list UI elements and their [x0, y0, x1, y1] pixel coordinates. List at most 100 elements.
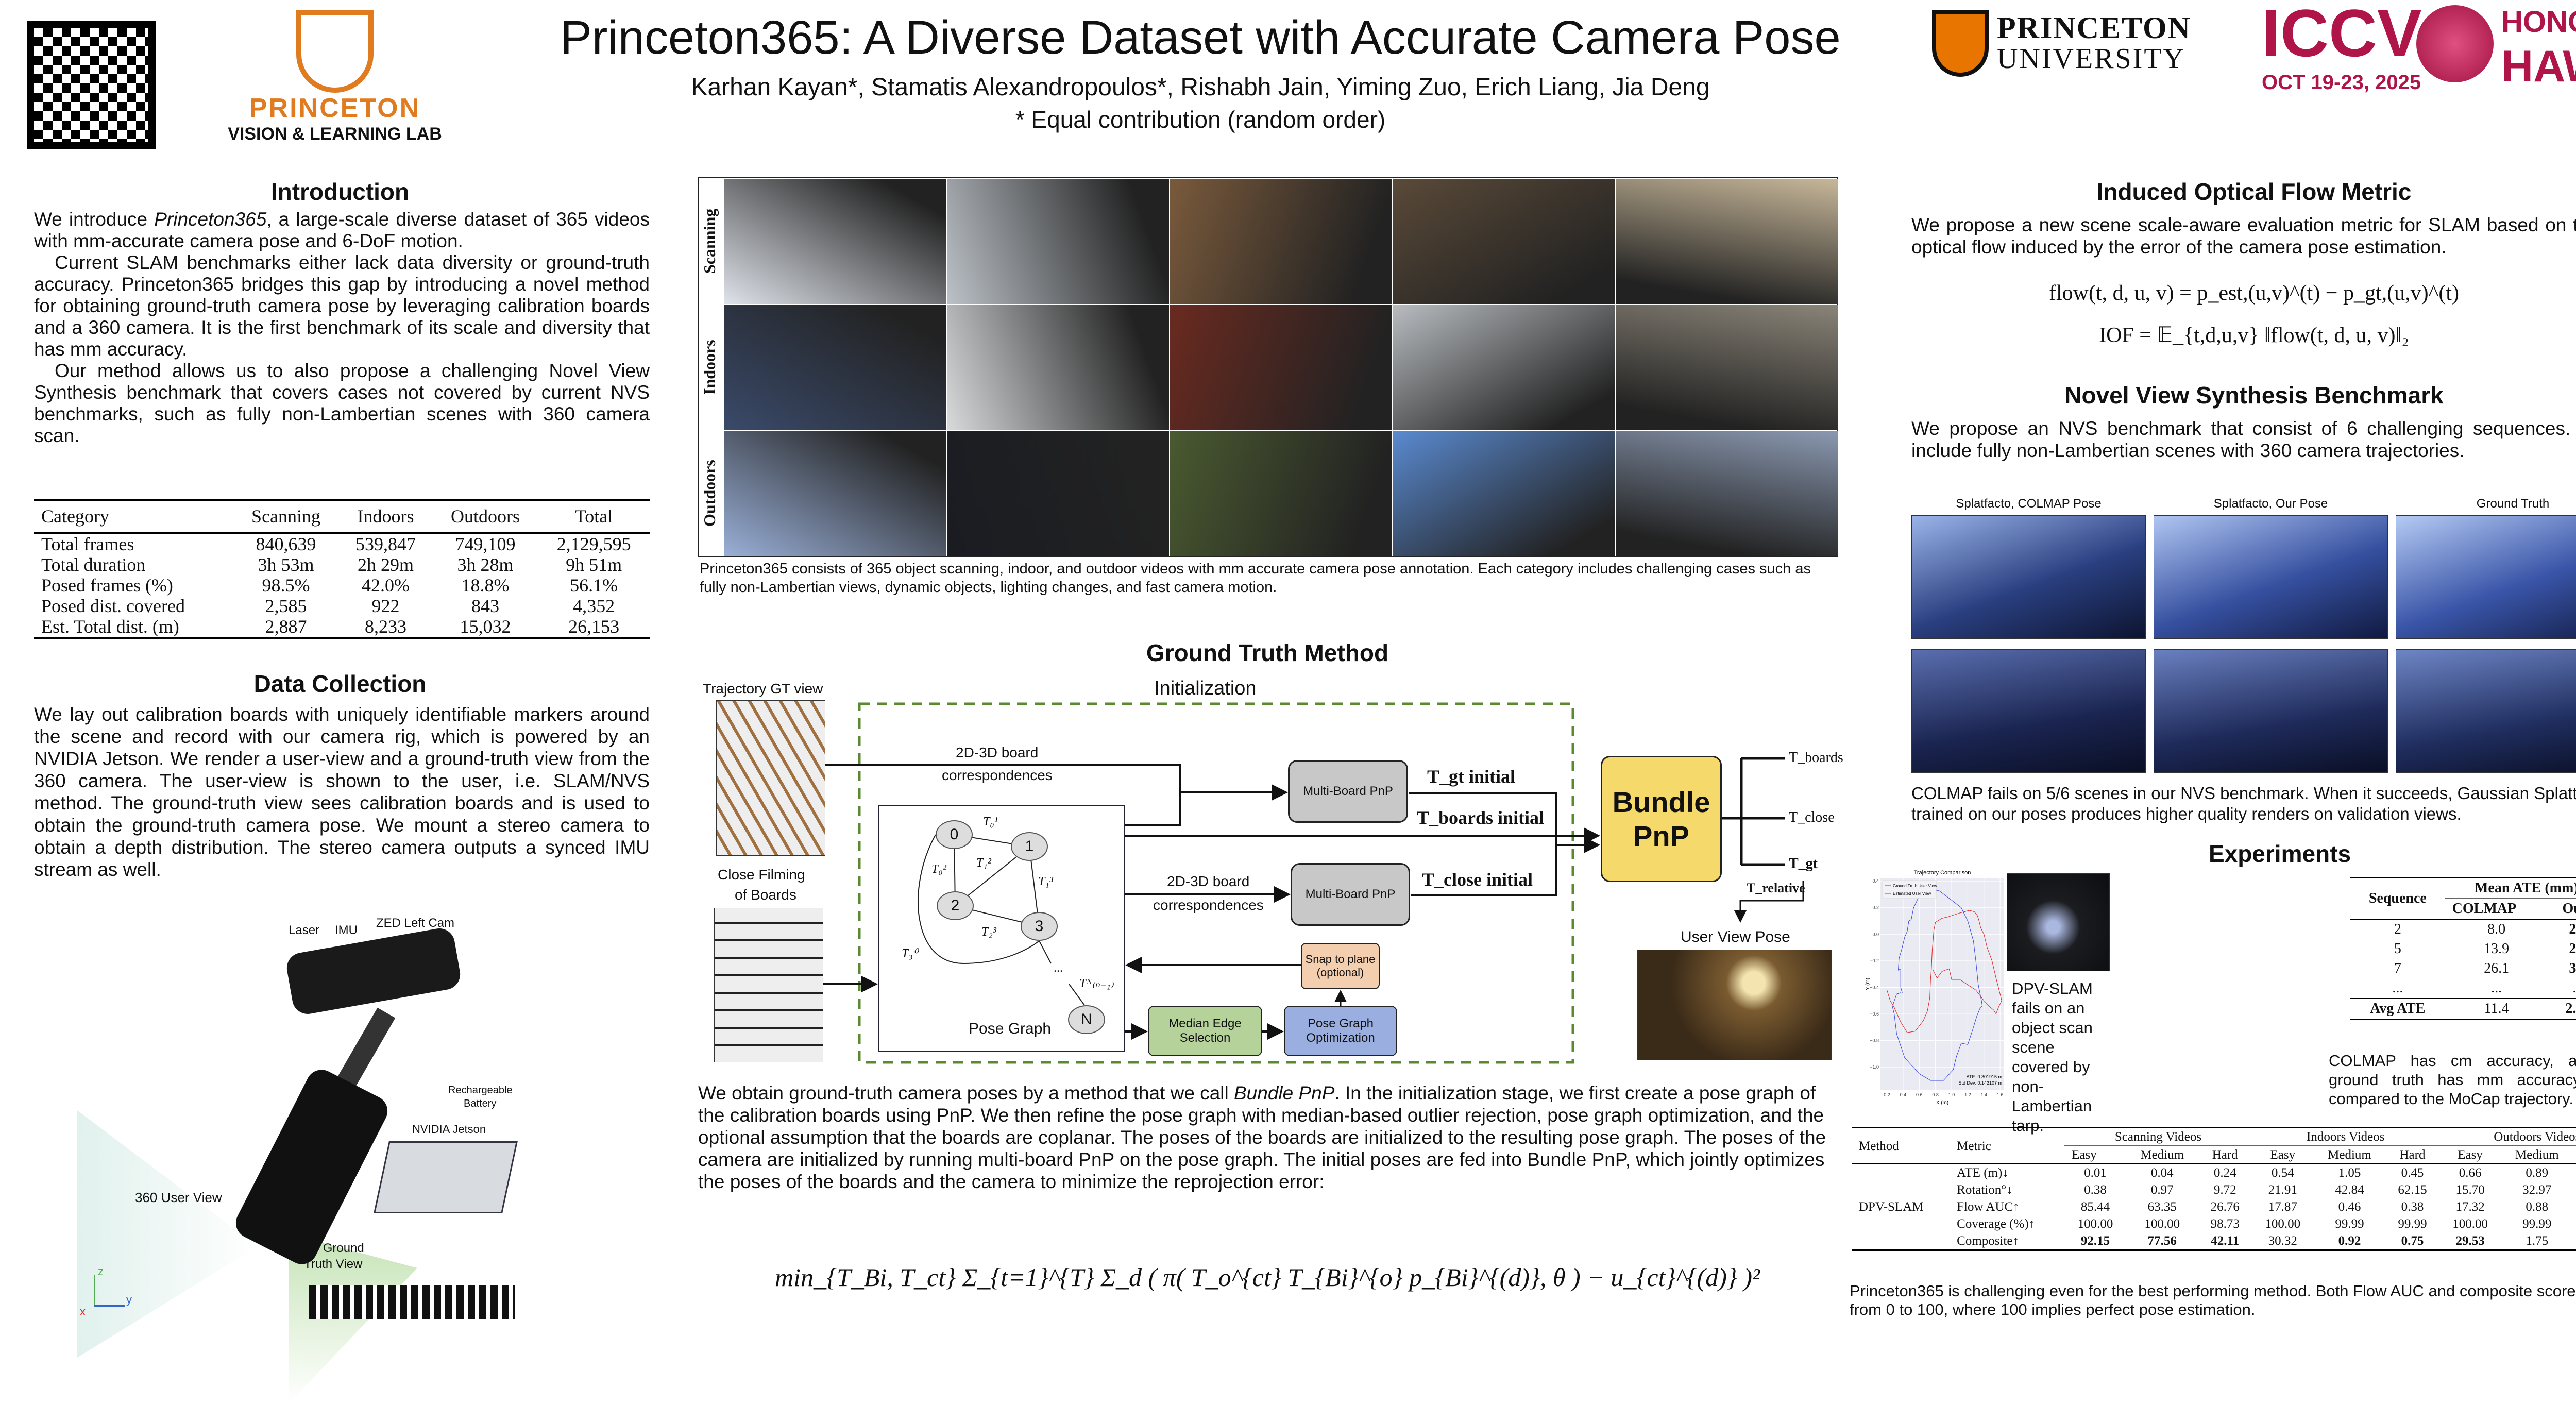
nvs-caption: COLMAP fails on 5/6 scenes in our NVS be…	[1911, 784, 2576, 823]
slam-table-caption: Princeton365 is challenging even for the…	[1850, 1282, 2576, 1318]
camera-rig-figure: Laser IMU ZED Left Cam NVIDIA Jetson Rec…	[0, 916, 518, 1404]
y-tick-label: 0.4	[1872, 878, 1879, 884]
qr-code[interactable]	[27, 21, 156, 149]
table-row: 28.02.1	[2394, 921, 2576, 937]
y-tick-label: 0.2	[1872, 905, 1879, 910]
jetson-board	[374, 1141, 518, 1213]
iof-text: We propose a new scene scale-aware evalu…	[1911, 214, 2576, 258]
nvs-render	[2396, 515, 2576, 639]
intro-text: We introduce Princeton365, a large-scale…	[34, 209, 650, 446]
failure-scene-image	[2007, 873, 2110, 971]
x-tick-label: 1.2	[1964, 1092, 1971, 1097]
shield-icon	[296, 10, 374, 93]
legend-label: Estimated User View	[1893, 891, 1931, 896]
y-tick-label: −0.4	[1870, 985, 1879, 990]
gt-method-diagram: Trajectory GT view Close Filming of Boar…	[696, 670, 1855, 1072]
snap-to-plane-box: Snap to plane (optional)	[1301, 943, 1380, 989]
gallery-image	[1393, 305, 1615, 430]
x-tick-label: 0.2	[1884, 1092, 1890, 1097]
gallery-image	[1393, 179, 1615, 304]
table-row: .........	[2392, 980, 2576, 996]
user-view-cone	[77, 1110, 258, 1358]
gallery-image	[1616, 179, 1838, 304]
calibration-boards	[309, 1285, 515, 1319]
x-tick-label: 0.4	[1900, 1092, 1907, 1097]
data-collection-title: Data Collection	[253, 670, 427, 697]
gallery-image	[1170, 179, 1392, 304]
x-tick-label: 1.4	[1981, 1092, 1988, 1097]
lab-logo: PRINCETON VISION & LEARNING LAB	[201, 10, 469, 149]
gallery-image	[724, 305, 946, 430]
equal-contribution-note: * Equal contribution (random order)	[1015, 106, 1386, 133]
y-tick-label: 0.0	[1872, 932, 1879, 937]
hibiscus-icon	[2416, 5, 2494, 82]
multi-board-pnp-bottom: Multi-Board PnP	[1291, 863, 1410, 926]
chart-title: Trajectory Comparison	[1914, 870, 1971, 876]
gallery-image	[724, 179, 946, 304]
data-collection-text: We lay out calibration boards with uniqu…	[34, 704, 650, 880]
pose-graph-box	[878, 805, 1125, 1052]
authors: Karhan Kayan*, Stamatis Alexandropoulos*…	[691, 74, 1710, 101]
gallery-image	[947, 179, 1169, 304]
360-camera	[230, 1064, 393, 1270]
multi-board-pnp-top: Multi-Board PnP	[1288, 760, 1408, 823]
nvs-render	[2154, 515, 2388, 639]
gt-method-text: We obtain ground-truth camera poses by a…	[698, 1082, 1826, 1192]
table-row: 726.13.8	[2394, 960, 2576, 976]
y-tick-label: −0.2	[1870, 958, 1879, 963]
y-tick-label: −0.6	[1870, 1011, 1879, 1017]
gallery-row-label: Scanning	[700, 208, 719, 274]
ate-annotation: ATE: 0.301915 m	[1967, 1074, 2002, 1079]
legend	[1882, 880, 1937, 899]
trajectory-gt-image	[716, 700, 825, 856]
nvs-render	[2396, 649, 2576, 773]
iccv-logo: ICCV OCT 19-23, 2025 HONOLULU HAWAII	[2262, 0, 2576, 94]
nvs-title: Novel View Synthesis Benchmark	[2064, 382, 2444, 409]
gallery-caption: Princeton365 consists of 365 object scan…	[700, 561, 1811, 596]
x-tick-label: 0.6	[1916, 1092, 1923, 1097]
gallery-image	[724, 431, 946, 556]
gallery-image	[1616, 305, 1838, 430]
y-axis-label: Y (m)	[1865, 978, 1871, 990]
axes-icon: z y x	[80, 1265, 132, 1318]
zed-stereo-camera	[284, 926, 463, 1017]
gt-method-title: Ground Truth Method	[1146, 639, 1389, 666]
x-tick-label: 1.0	[1948, 1092, 1955, 1097]
iof-equation: IOF = 𝔼_{t,d,u,v} ‖flow(t, d, u, v)‖₂	[2099, 324, 2409, 347]
series-line	[1887, 910, 2002, 1033]
ate-annotation: Std Dev: 0.142107 m	[1958, 1080, 2002, 1086]
failure-caption: DPV-SLAM fails on an object scan scene c…	[2012, 979, 2093, 1135]
x-tick-label: 1.6	[1997, 1092, 2004, 1097]
ate-caption: COLMAP has cm accuracy, and our ground t…	[2329, 1052, 2576, 1108]
x-tick-label: 0.8	[1932, 1092, 1939, 1097]
gallery-image	[1170, 305, 1392, 430]
nvs-text: We propose an NVS benchmark that consist…	[1911, 418, 2576, 461]
gallery-row-label: Indoors	[700, 340, 719, 395]
bundle-pnp-equation: min_{T_Bi, T_ct} Σ_{t=1}^{T} Σ_d ( π( T_…	[774, 1263, 1760, 1292]
gallery-image	[1170, 431, 1392, 556]
y-tick-label: −1.0	[1870, 1064, 1879, 1070]
y-tick-label: −0.8	[1870, 1038, 1879, 1043]
diagram-connectors	[823, 702, 1804, 1064]
close-filming-image	[714, 908, 823, 1062]
camera-arm	[336, 1007, 396, 1090]
princeton-shield-icon	[1932, 10, 1989, 77]
nvs-render	[2154, 649, 2388, 773]
plot-area	[1880, 878, 2004, 1090]
gallery-image	[947, 305, 1169, 430]
nvs-grid: Splatfacto, COLMAP Pose Splatfacto, Our …	[1911, 497, 2576, 778]
user-view-pose-image	[1637, 950, 1832, 1060]
x-axis-label: X (m)	[1936, 1100, 1948, 1106]
